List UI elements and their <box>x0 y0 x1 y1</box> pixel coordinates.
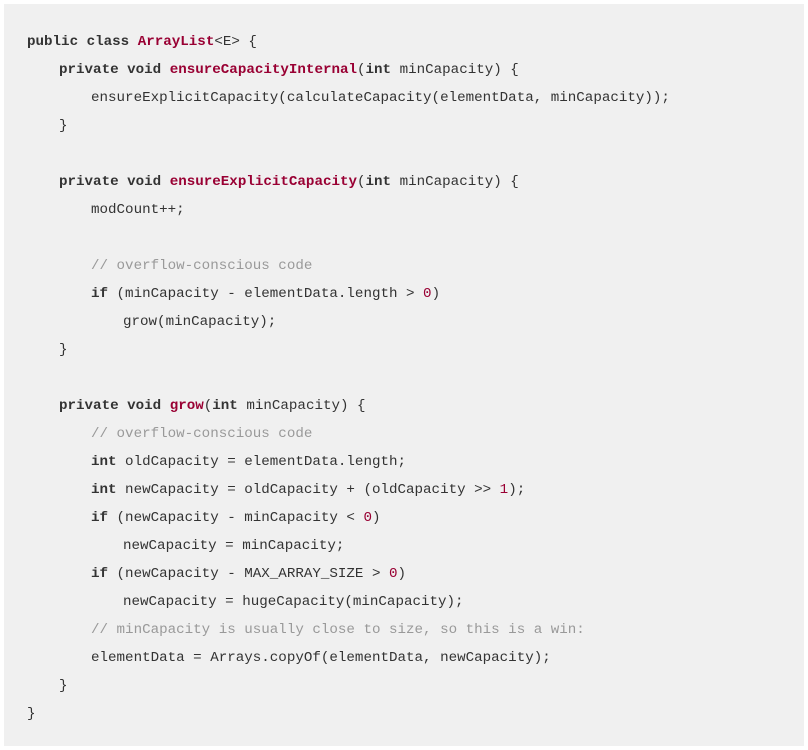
keyword-int: int <box>91 482 117 498</box>
code-text: grow(minCapacity); <box>123 314 277 330</box>
keyword-class: class <box>86 34 130 50</box>
method-name: grow <box>169 398 204 414</box>
keyword-int: int <box>91 454 117 470</box>
code-text: } <box>59 118 68 134</box>
code-line: } <box>27 112 804 140</box>
code-text: <E> { <box>214 34 257 50</box>
code-line: newCapacity = minCapacity; <box>27 532 804 560</box>
code-line: ensureExplicitCapacity(calculateCapacity… <box>27 84 804 112</box>
code-comment: // overflow-conscious code <box>91 426 313 442</box>
code-line: modCount++; <box>27 196 804 224</box>
keyword-if: if <box>91 566 109 582</box>
keyword-int: int <box>212 398 238 414</box>
code-line-method-ensure-capacity-internal: private void ensureCapacityInternal(int … <box>27 56 804 84</box>
code-line-comment: // overflow-conscious code <box>27 420 804 448</box>
keyword-private: private <box>59 62 119 78</box>
code-text: ) <box>371 510 381 526</box>
code-text: (newCapacity - MAX_ARRAY_SIZE > <box>108 566 389 582</box>
method-name: ensureExplicitCapacity <box>169 174 358 190</box>
keyword-void: void <box>127 62 162 78</box>
code-text: (minCapacity - elementData.length > <box>108 286 424 302</box>
number-literal: 1 <box>499 482 509 498</box>
code-text: modCount++; <box>91 202 185 218</box>
keyword-if: if <box>91 510 109 526</box>
code-line-if: if (minCapacity - elementData.length > 0… <box>27 280 804 308</box>
code-line: } <box>27 700 804 728</box>
method-name: ensureCapacityInternal <box>169 62 358 78</box>
keyword-private: private <box>59 398 119 414</box>
code-line-comment: // minCapacity is usually close to size,… <box>27 616 804 644</box>
code-text: } <box>59 678 68 694</box>
code-text: ( <box>357 174 366 190</box>
code-text: ( <box>203 398 213 414</box>
code-text: ensureExplicitCapacity(calculateCapacity… <box>91 90 670 106</box>
code-text: } <box>27 706 36 722</box>
code-line: } <box>27 672 804 700</box>
code-text: } <box>59 342 68 358</box>
code-text: minCapacity) { <box>391 62 519 78</box>
code-text: newCapacity = oldCapacity + (oldCapacity… <box>116 482 500 498</box>
keyword-if: if <box>91 286 109 302</box>
code-line: grow(minCapacity); <box>27 308 804 336</box>
class-name: ArrayList <box>137 34 215 50</box>
number-literal: 0 <box>423 286 432 302</box>
code-text: ) <box>431 286 441 302</box>
code-line-blank <box>27 364 804 392</box>
code-line-if: if (newCapacity - minCapacity < 0) <box>27 504 804 532</box>
code-line-class-declaration: public class ArrayList<E> { <box>27 28 804 56</box>
code-line-method-grow: private void grow(int minCapacity) { <box>27 392 804 420</box>
code-text: ); <box>508 482 526 498</box>
keyword-void: void <box>127 174 162 190</box>
keyword-int: int <box>365 174 392 190</box>
code-comment: // minCapacity is usually close to size,… <box>91 622 585 638</box>
code-line: } <box>27 336 804 364</box>
code-text: newCapacity = minCapacity; <box>123 538 345 554</box>
code-line-method-ensure-explicit-capacity: private void ensureExplicitCapacity(int … <box>27 168 804 196</box>
code-text: newCapacity = hugeCapacity(minCapacity); <box>123 594 464 610</box>
code-text: ( <box>357 62 366 78</box>
keyword-int: int <box>365 62 392 78</box>
code-line: newCapacity = hugeCapacity(minCapacity); <box>27 588 804 616</box>
code-line-if: if (newCapacity - MAX_ARRAY_SIZE > 0) <box>27 560 804 588</box>
code-block: public class ArrayList<E> { private void… <box>4 4 804 746</box>
code-text: (newCapacity - minCapacity < <box>108 510 364 526</box>
code-text: minCapacity) { <box>237 398 366 414</box>
number-literal: 0 <box>363 510 372 526</box>
code-text: minCapacity) { <box>391 174 519 190</box>
code-comment: // overflow-conscious code <box>91 258 313 274</box>
keyword-void: void <box>127 398 162 414</box>
code-line-comment: // overflow-conscious code <box>27 252 804 280</box>
keyword-private: private <box>59 174 119 190</box>
code-line: int oldCapacity = elementData.length; <box>27 448 804 476</box>
code-line: int newCapacity = oldCapacity + (oldCapa… <box>27 476 804 504</box>
code-line-blank <box>27 140 804 168</box>
code-line: elementData = Arrays.copyOf(elementData,… <box>27 644 804 672</box>
code-text: oldCapacity = elementData.length; <box>116 454 407 470</box>
code-text: elementData = Arrays.copyOf(elementData,… <box>91 650 551 666</box>
code-text: ) <box>397 566 407 582</box>
code-line-blank <box>27 224 804 252</box>
keyword-public: public <box>27 34 79 50</box>
number-literal: 0 <box>389 566 398 582</box>
